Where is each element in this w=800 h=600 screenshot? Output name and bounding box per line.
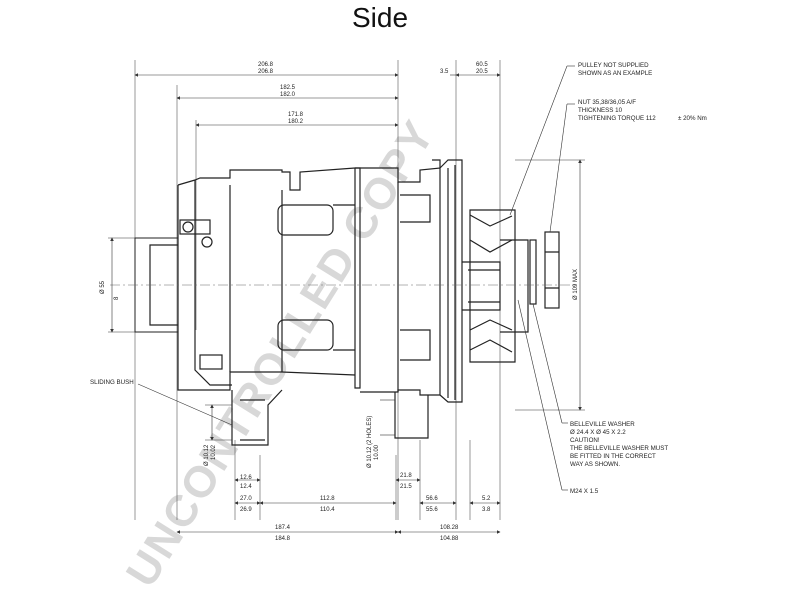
page-title: Side xyxy=(351,2,409,33)
dim-overall-b: 206.8 xyxy=(258,69,274,75)
leader-lines xyxy=(137,65,575,491)
dim-b4-b: 3.8 xyxy=(482,507,491,513)
dim-ear-mid-b: 10.00 xyxy=(374,444,380,460)
dim-21-a: 21.8 xyxy=(400,473,412,479)
dim-21-b: 21.5 xyxy=(400,484,412,490)
dim-overall-a: 206.8 xyxy=(258,62,274,68)
dim-3-5: 3.5 xyxy=(440,69,449,75)
dim-12-a: 12.6 xyxy=(240,475,252,481)
dim-b5-b: 184.8 xyxy=(275,536,291,542)
dim-dia-55: Ø 55 xyxy=(100,280,106,294)
dim-182-a: 182.5 xyxy=(280,85,296,91)
note-pulley-line-1: PULLEY NOT SUPPLIED xyxy=(578,62,649,69)
dim-60-a: 60.5 xyxy=(476,62,488,68)
note-nut: NUT 35,38/36,05 A/F THICKNESS 10 TIGHTEN… xyxy=(578,99,707,122)
dim-182-b: 182.0 xyxy=(280,92,296,98)
dim-b5-a: 187.4 xyxy=(275,525,291,531)
note-pulley: PULLEY NOT SUPPLIED SHOWN AS AN EXAMPLE xyxy=(578,62,652,77)
dim-ear-left-a: Ø 10.12 xyxy=(204,444,210,466)
note-washer: BELLEVILLE WASHER Ø 24.4 X Ø 45 X 2.2 CA… xyxy=(570,421,668,468)
watermark-text: UNCONTROLLED COPY xyxy=(117,111,445,595)
left-diameter-dim xyxy=(108,237,135,333)
dim-b1-a: 27.0 xyxy=(240,496,252,502)
note-thread: M24 X 1.5 xyxy=(570,488,599,495)
ear-dims xyxy=(205,399,421,482)
note-washer-line-6: WAY AS SHOWN. xyxy=(570,461,620,468)
pulley-diameter-dim xyxy=(515,159,585,411)
dim-171-b: 180.2 xyxy=(288,119,304,125)
dim-b1-b: 26.9 xyxy=(240,507,252,513)
dim-b2-a: 112.8 xyxy=(320,496,335,502)
note-sliding-bush: SLIDING BUSH xyxy=(90,379,134,386)
note-washer-line-4: THE BELLEVILLE WASHER MUST xyxy=(570,445,668,452)
dim-b2-b: 110.4 xyxy=(320,507,335,513)
dim-8: 8 xyxy=(114,296,120,300)
dim-b6-a: 108.28 xyxy=(440,525,459,531)
dim-60-b: 20.5 xyxy=(476,69,488,75)
note-washer-line-1: BELLEVILLE WASHER xyxy=(570,421,635,428)
note-nut-line-2: THICKNESS 10 xyxy=(578,107,623,114)
note-nut-torque: ± 20% Nm xyxy=(678,115,707,122)
top-dimension-lines xyxy=(134,73,501,127)
note-nut-line-3: TIGHTENING TORQUE 112 xyxy=(578,115,656,122)
note-pulley-line-2: SHOWN AS AN EXAMPLE xyxy=(578,70,652,77)
alternator-body xyxy=(134,159,560,446)
dim-b4-a: 5.2 xyxy=(482,496,491,502)
dim-ear-left-b: 10.02 xyxy=(211,444,217,460)
dim-ear-mid-a: Ø 10.12 (2 HOLES) xyxy=(367,416,373,468)
dim-b3-a: 56.6 xyxy=(426,496,438,502)
dim-pulley-max: Ø 109 MAX xyxy=(573,269,579,300)
note-washer-line-2: Ø 24.4 X Ø 45 X 2.2 xyxy=(570,429,626,436)
note-washer-line-3: CAUTION! xyxy=(570,437,600,444)
note-nut-line-1: NUT 35,38/36,05 A/F xyxy=(578,99,636,106)
bottom-dimension-lines xyxy=(176,501,501,534)
dim-b6-b: 104.88 xyxy=(440,536,459,542)
note-washer-line-5: BE FITTED IN THE CORRECT xyxy=(570,453,656,460)
dim-171-a: 171.8 xyxy=(288,112,304,118)
dim-b3-b: 55.6 xyxy=(426,507,438,513)
dim-12-b: 12.4 xyxy=(240,484,252,490)
